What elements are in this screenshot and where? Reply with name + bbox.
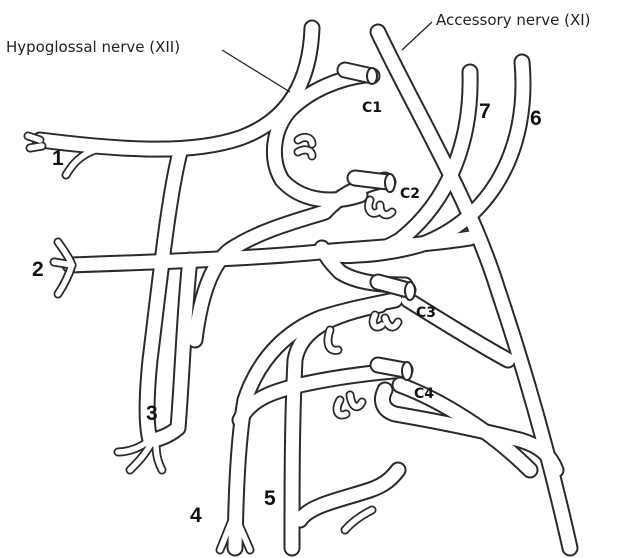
branch-1-twigs	[28, 136, 42, 148]
branch-label-1: 1	[52, 147, 64, 170]
root-label-c2: C2	[400, 186, 420, 202]
accessory-leader	[402, 22, 432, 50]
hypoglossal-nerve-label: Hypoglossal nerve (XII)	[6, 38, 180, 56]
root-label-c4: C4	[414, 386, 434, 402]
root-label-c3: C3	[416, 305, 436, 321]
root-label-c1: C1	[362, 100, 382, 116]
branch-label-4: 4	[190, 504, 202, 527]
branch-label-5: 5	[264, 487, 276, 510]
branch-label-6: 6	[530, 107, 542, 130]
branch-2-twigs	[54, 242, 72, 294]
branch-label-3: 3	[146, 402, 158, 425]
branch-label-7: 7	[479, 100, 491, 123]
accessory-nerve-label: Accessory nerve (XI)	[436, 11, 591, 29]
hypoglossal-leader	[222, 50, 290, 92]
branch-label-2: 2	[32, 258, 44, 281]
